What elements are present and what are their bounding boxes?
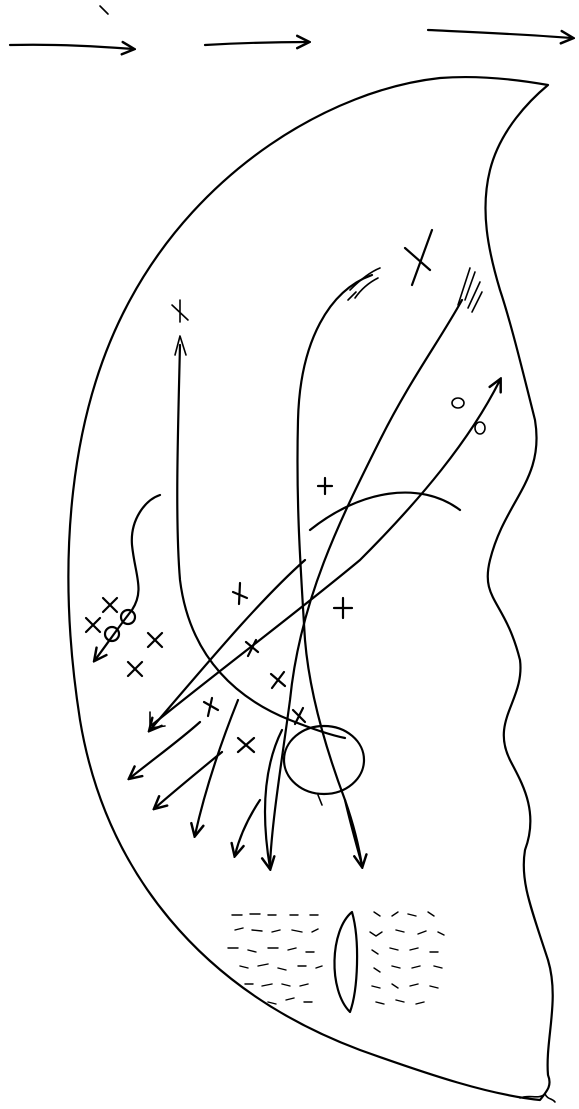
wind-arrows bbox=[10, 30, 572, 49]
outlet-arrows bbox=[130, 560, 362, 868]
arc-line bbox=[310, 493, 460, 530]
outlet-arrow bbox=[130, 722, 200, 778]
outlet-arrow bbox=[155, 752, 222, 808]
x-marker bbox=[233, 583, 247, 604]
x-marker bbox=[172, 300, 188, 322]
outlet-arrow bbox=[235, 800, 260, 855]
left-cluster bbox=[86, 598, 162, 676]
target-tail bbox=[318, 795, 322, 805]
wind-arrow bbox=[205, 42, 308, 45]
outlet-arrow bbox=[150, 560, 305, 730]
x-marker bbox=[204, 698, 218, 716]
wind-arrow bbox=[428, 30, 572, 38]
o-marker bbox=[121, 610, 135, 624]
hatched-area bbox=[228, 912, 444, 1012]
o-marker bbox=[105, 627, 119, 641]
x-marker bbox=[128, 662, 142, 676]
hatch-marks bbox=[228, 912, 444, 1004]
x-marker bbox=[86, 618, 100, 632]
x-marker bbox=[103, 598, 117, 612]
x-marker bbox=[334, 598, 352, 618]
x-marker bbox=[148, 633, 162, 647]
middle-markers bbox=[204, 478, 352, 752]
crescent-boundary bbox=[68, 77, 552, 1100]
small-crescent bbox=[334, 912, 357, 1012]
x-marker bbox=[238, 738, 254, 752]
route-feather-left bbox=[297, 275, 372, 865]
route-feather-right bbox=[270, 300, 462, 865]
x-marker bbox=[405, 230, 432, 285]
x-marker bbox=[318, 478, 332, 494]
o-marker bbox=[475, 422, 485, 434]
stray-tick bbox=[100, 6, 108, 14]
wind-arrow bbox=[10, 45, 133, 49]
long-route bbox=[177, 345, 345, 738]
feather-tip bbox=[458, 268, 482, 312]
o-marker bbox=[452, 398, 464, 408]
x-marker bbox=[271, 672, 285, 688]
outlet-arrow bbox=[265, 730, 282, 868]
diagonal-route bbox=[152, 380, 500, 725]
